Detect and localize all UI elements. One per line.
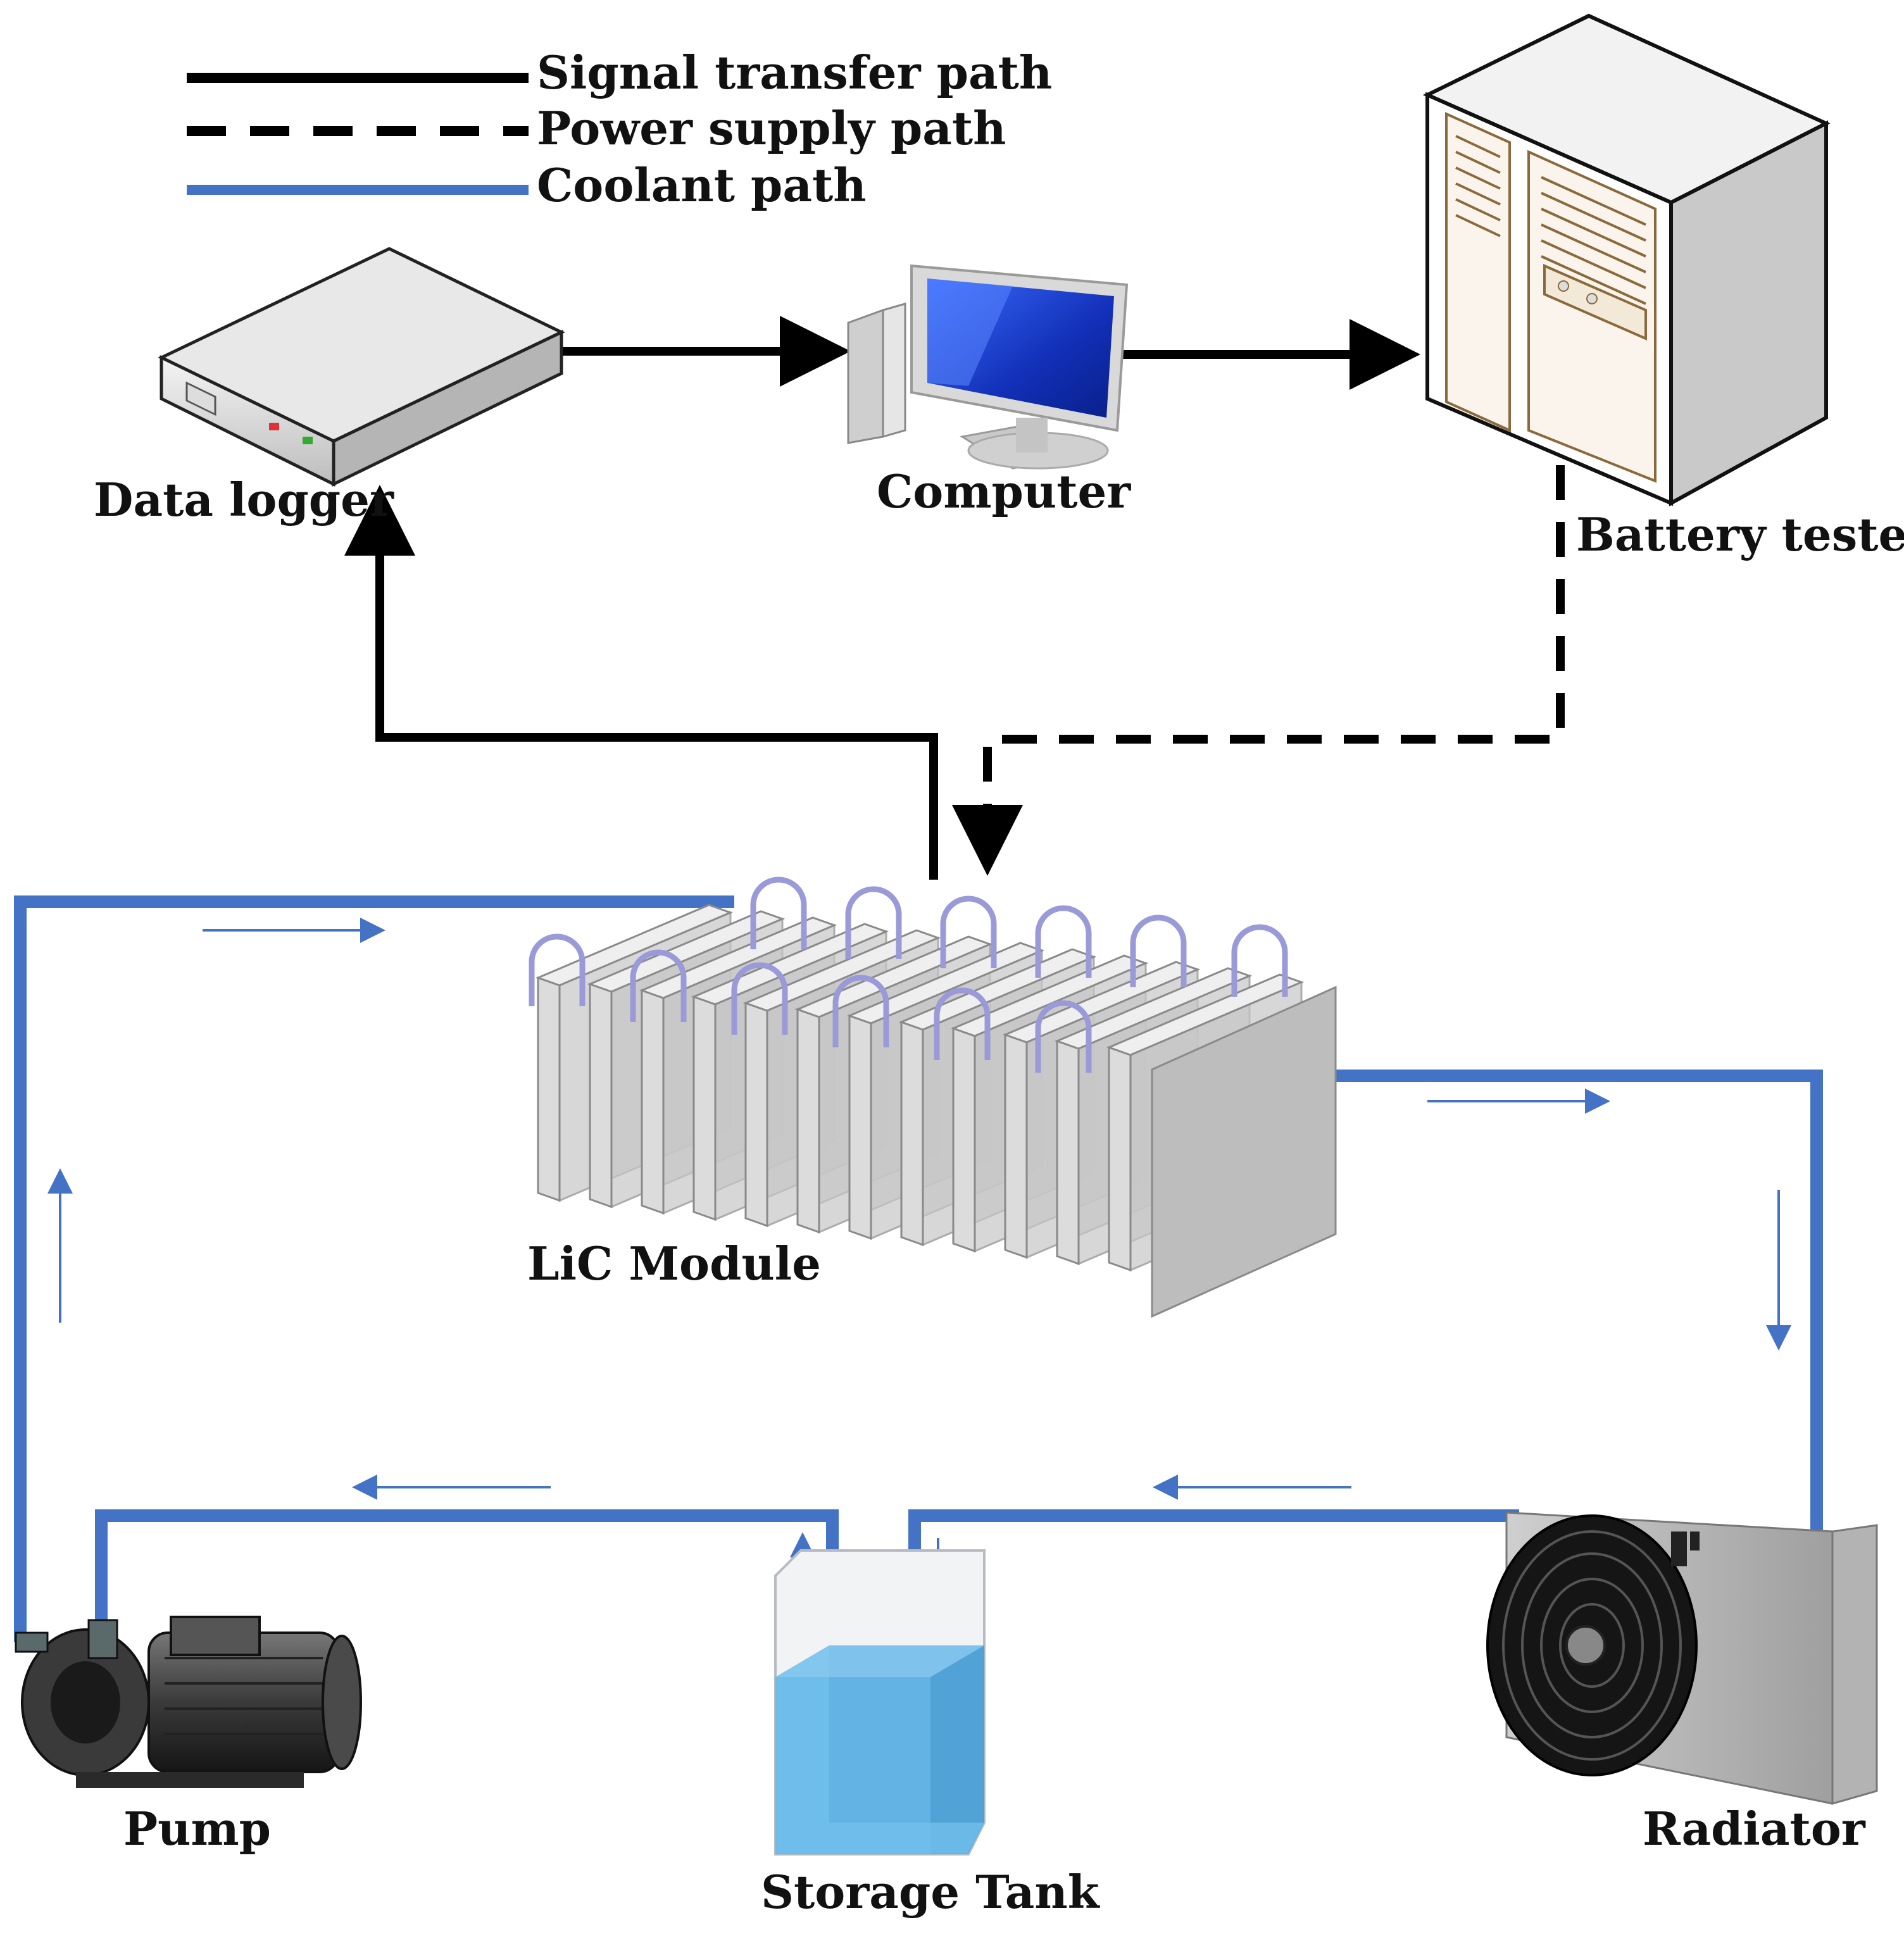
module-to-radiator-coolant-line <box>1177 1070 1823 1538</box>
legend: Signal transfer path Power supply path C… <box>187 46 1052 212</box>
module-plate-front <box>848 1014 872 1240</box>
module-coolant-bend <box>1231 924 1288 997</box>
module-plate-front <box>1056 1039 1080 1266</box>
module-plate-front <box>744 1001 768 1228</box>
storage-tank-device <box>774 1549 986 1856</box>
battery-tester-label: Battery tester <box>1576 508 1904 561</box>
module-coolant-bend <box>1035 1000 1092 1073</box>
module-coolant-bend <box>731 962 788 1035</box>
radiator-device <box>1486 1511 1878 1805</box>
module-plate-front <box>796 1008 820 1234</box>
module-coolant-bend <box>934 987 991 1060</box>
legend-coolant-label: Coolant path <box>537 158 867 212</box>
module-plate-front <box>537 976 561 1202</box>
computer-label: Computer <box>877 465 1131 518</box>
pump-to-module-coolant-line <box>14 895 734 1642</box>
module-coolant-bend <box>845 886 902 959</box>
module-plate-front <box>1004 1033 1028 1259</box>
storage-tank-label: Storage Tank <box>761 1865 1101 1919</box>
legend-power-label: Power supply path <box>537 101 1006 155</box>
pump-label: Pump <box>123 1802 271 1856</box>
data-logger-device <box>158 247 565 487</box>
module-plate-front <box>589 982 613 1209</box>
module-coolant-bend <box>630 949 687 1022</box>
module-coolant-bend <box>529 933 586 1006</box>
module-end-plate <box>1151 985 1337 1318</box>
module-plate-front <box>952 1026 976 1253</box>
lic-module-device <box>529 877 1337 1318</box>
module-coolant-bend <box>940 895 997 968</box>
module-plate-front <box>692 995 717 1221</box>
module-coolant-bend <box>1130 914 1187 987</box>
module-coolant-bend <box>750 877 807 949</box>
computer-device <box>847 264 1129 470</box>
battery-tester-device <box>1422 13 1831 507</box>
radiator-to-tank-coolant-line <box>908 1509 1519 1652</box>
module-coolant-bend <box>1035 905 1092 978</box>
legend-signal-label: Signal transfer path <box>537 46 1052 99</box>
signal-paths <box>344 316 1565 880</box>
module-coolant-bend <box>832 975 889 1047</box>
module-to-logger-arrow <box>344 485 938 880</box>
module-plate-front <box>900 1020 924 1247</box>
radiator-label: Radiator <box>1643 1802 1866 1856</box>
lic-module-label: LiC Module <box>527 1237 821 1290</box>
tester-to-module-power-path <box>952 465 1565 876</box>
data-logger-label: Data logger <box>94 473 394 527</box>
module-plate-front <box>1108 1045 1132 1272</box>
pump-device <box>15 1616 362 1788</box>
module-plate-front <box>641 989 665 1215</box>
